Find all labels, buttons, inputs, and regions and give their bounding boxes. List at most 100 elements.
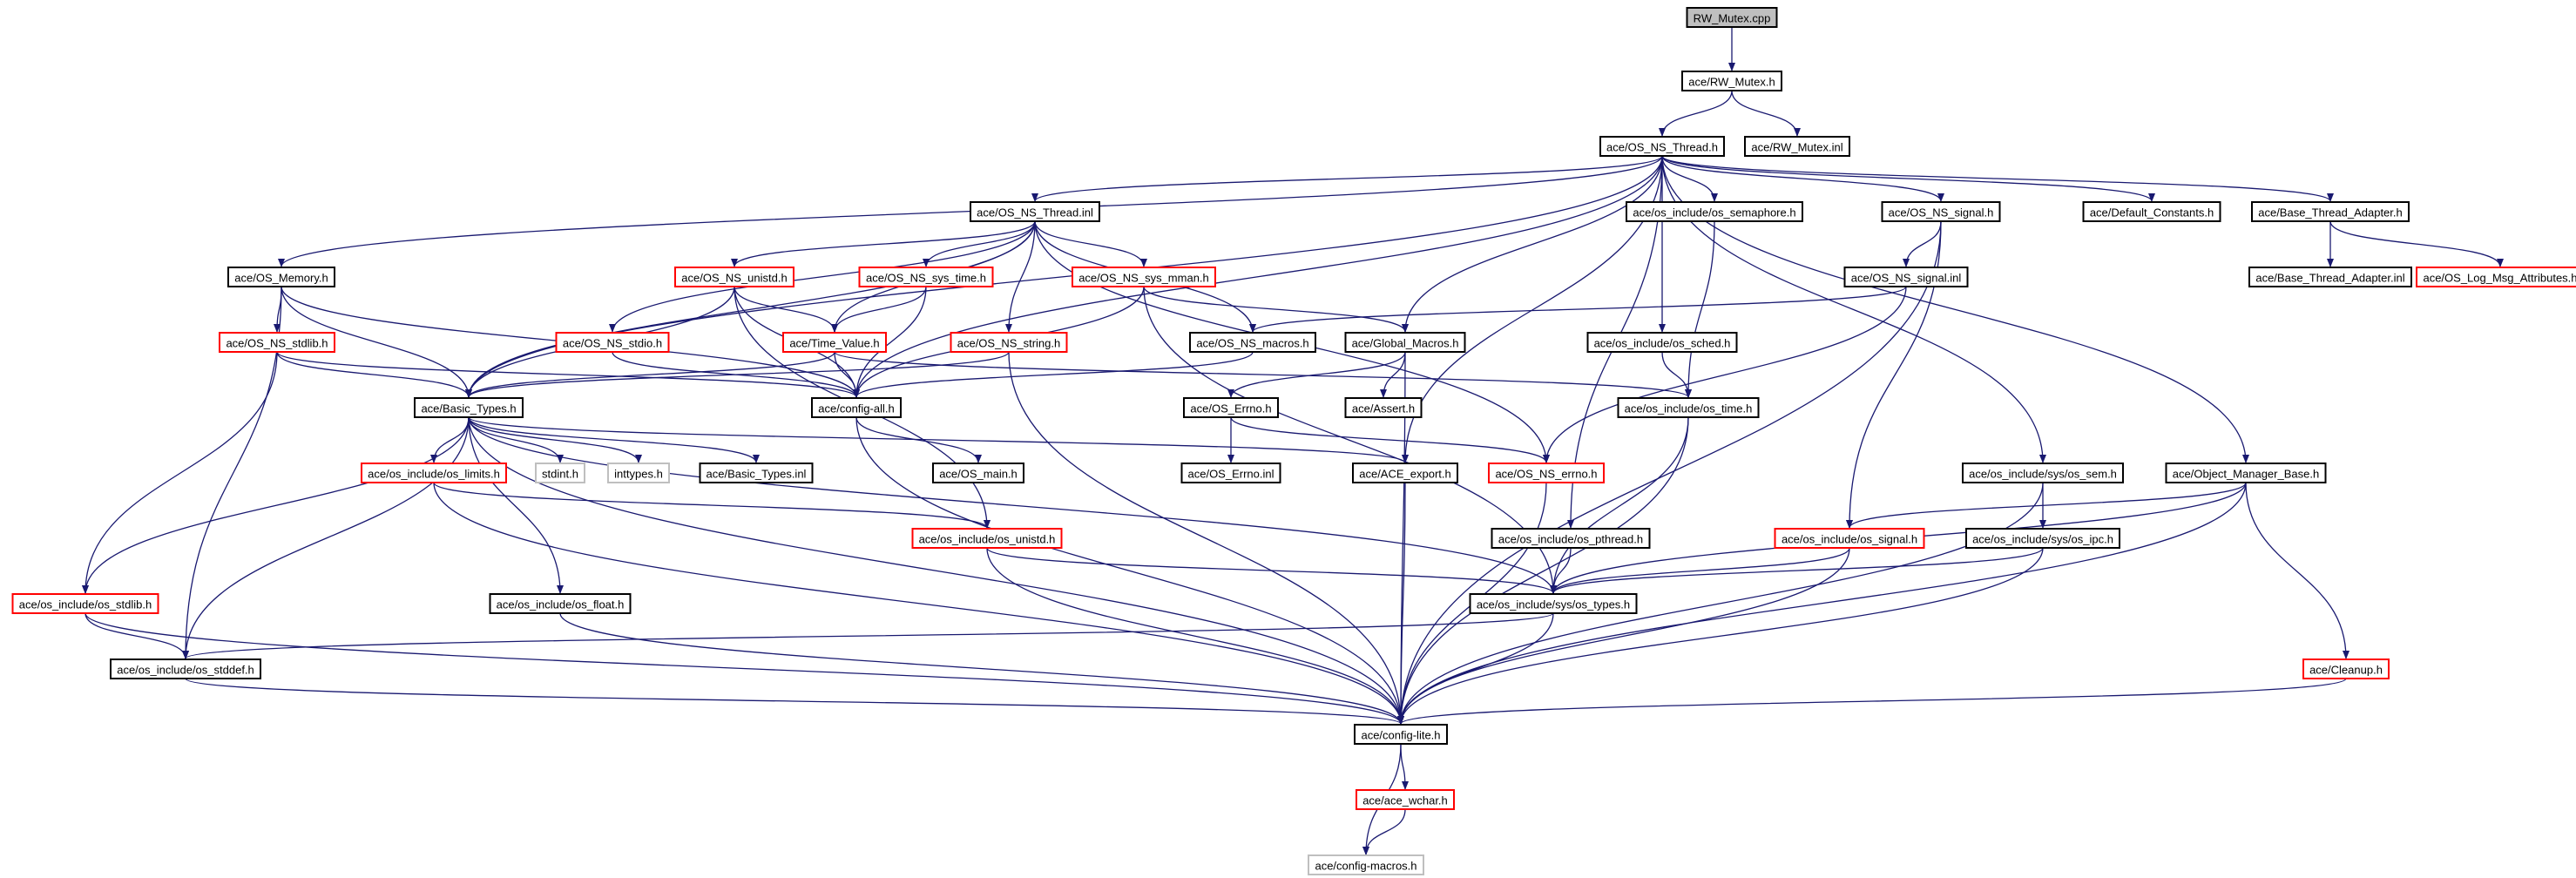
node-box [1488, 463, 1605, 483]
edge-basic-types-h-to-os-types-h [468, 416, 1557, 594]
edge-basic-types-h-to-config-lite-h [468, 416, 1404, 725]
edge-line [1143, 286, 1409, 333]
node-stdint-h: stdint.h [535, 463, 585, 483]
node-layer: RW_Mutex.cpp ace/RW_Mutex.h ace/OS_NS_Thre… [11, 7, 2576, 875]
node-os-ns-string-h: ace/OS_NS_string.h [950, 332, 1068, 353]
edge-os-limits-h-to-os-unistd-h [433, 482, 991, 529]
node-box [1962, 463, 2124, 483]
edge-os-types-h-to-os-stddef-h [182, 612, 1554, 659]
node-os-errno-inl: ace/OS_Errno.inl [1180, 463, 1281, 483]
edge-ace-export-h-to-config-lite-h [1397, 482, 1406, 725]
edge-line [82, 416, 470, 594]
node-label: ace/ACE_export.h [1359, 468, 1451, 481]
node-label: ace/os_include/sys/os_types.h [1477, 598, 1630, 611]
edge-line [1397, 220, 1942, 725]
node-box [1599, 136, 1725, 157]
edge-cleanup-h-to-config-lite-h [1397, 678, 2347, 725]
node-label: ace/Base_Thread_Adapter.inl [2255, 272, 2404, 285]
node-label: ace/os_include/os_stddef.h [117, 664, 254, 677]
node-rw-mutex-inl: ace/RW_Mutex.inl [1744, 136, 1850, 157]
node-os-ns-signal-inl: ace/OS_NS_signal.inl [1843, 267, 1969, 287]
edge-line [465, 351, 1010, 398]
edge-line [2329, 220, 2504, 267]
edge-rw-mutex-h-to-rw-mutex-inl [1731, 90, 1801, 137]
node-rw-mutex-h: ace/RW_Mutex.h [1681, 71, 1782, 91]
edge-line [1249, 286, 1907, 333]
node-box [414, 397, 524, 418]
node-os-ns-sys-mman-h: ace/OS_NS_sys_mman.h [1072, 267, 1216, 287]
edge-line [1397, 416, 1689, 725]
edge-config-lite-h-to-ace-wchar-h [1400, 743, 1409, 790]
node-time-value-h: ace/Time_Value.h [782, 332, 887, 353]
edge-layer [82, 27, 2504, 855]
edge-line [82, 351, 278, 594]
edge-line [1661, 155, 1944, 202]
edge-global-macros-h-to-os-errno-h [1227, 351, 1406, 398]
node-os-types-h: ace/os_include/sys/os_types.h [1469, 593, 1638, 614]
edge-basic-types-h-to-basic-types-inl [468, 416, 760, 463]
edge-os-ns-thread-inl-to-os-ns-stdio-h [609, 220, 1036, 333]
node-label: ace/os_include/os_sched.h [1594, 337, 1731, 350]
edge-os-float-h-to-config-lite-h [559, 612, 1404, 725]
edge-line [1230, 416, 1550, 463]
node-label: RW_Mutex.cpp [1694, 12, 1771, 25]
edge-os-ns-string-h-to-basic-types-h [465, 351, 1010, 398]
edge-line [1903, 220, 1942, 267]
edge-line [182, 416, 470, 659]
node-label: ace/os_include/os_unistd.h [919, 533, 1056, 546]
edge-os-limits-h-to-config-lite-h [433, 482, 1404, 725]
edge-os-ipc-h-to-os-types-h [1550, 547, 2044, 594]
edge-line [468, 416, 760, 463]
edge-os-memory-h-to-os-stddef-h [182, 286, 282, 659]
edge-os-ns-thread-h-to-global-macros-h [1402, 155, 1663, 333]
node-os-float-h: ace/os_include/os_float.h [489, 593, 632, 614]
edge-os-ns-stdlib-h-to-os-stdlib-h [82, 351, 278, 594]
node-label: ace/RW_Mutex.h [1688, 76, 1775, 89]
node-os-stddef-h: ace/os_include/os_stddef.h [110, 658, 261, 679]
edge-os-signal-h-to-config-lite-h [1397, 547, 1850, 725]
edge-config-all-h-to-os-main-h [855, 416, 982, 463]
edge-rw-mutex-h-to-os-ns-thread-h [1659, 90, 1733, 137]
edge-line [1397, 482, 1406, 725]
node-label: inttypes.h [614, 468, 663, 481]
edge-line [831, 286, 927, 333]
node-os-stdlib-h: ace/os_include/os_stdlib.h [11, 593, 159, 614]
edge-os-ns-stdlib-h-to-config-all-h [276, 351, 860, 398]
edge-os-ns-signal-h-to-config-lite-h [1397, 220, 1942, 725]
edge-line [465, 155, 1663, 398]
node-box [219, 332, 335, 353]
edge-line [1659, 90, 1733, 137]
edge-ace-wchar-h-to-config-macros-h [1362, 808, 1406, 855]
node-box [1626, 201, 1803, 222]
node-box [1965, 528, 2120, 549]
edge-object-manager-base-h-to-cleanup-h [2245, 482, 2350, 659]
edge-line [1731, 90, 1801, 137]
edge-os-ipc-h-to-config-lite-h [1397, 547, 2044, 725]
edge-line [465, 220, 1036, 398]
edge-os-ns-thread-h-to-basic-types-h [465, 155, 1663, 398]
node-label: ace/os_include/os_time.h [1625, 402, 1753, 415]
edge-line [1550, 547, 2044, 594]
node-label: ace/config-macros.h [1315, 860, 1416, 873]
edge-object-manager-base-h-to-config-lite-h [1397, 482, 2247, 725]
node-basic-types-h: ace/Basic_Types.h [414, 397, 524, 418]
node-box [555, 332, 670, 353]
node-label: ace/OS_NS_Thread.h [1606, 141, 1718, 154]
edge-line [182, 286, 282, 659]
edge-os-semaphore-h-to-os-time-h [1685, 220, 1715, 398]
edge-os-ns-thread-inl-to-os-ns-string-h [1005, 220, 1036, 333]
node-os-ns-stdlib-h: ace/OS_NS_stdlib.h [219, 332, 335, 353]
edge-line [853, 351, 1254, 398]
edge-os-ns-sys-time-h-to-config-all-h [853, 286, 927, 398]
edge-os-ns-thread-h-to-base-thread-adapter-h [1661, 155, 2334, 202]
node-os-ipc-h: ace/os_include/sys/os_ipc.h [1965, 528, 2120, 549]
node-box [1469, 593, 1638, 614]
node-box [970, 201, 1100, 222]
node-box [2251, 201, 2410, 222]
edge-line [1400, 743, 1409, 790]
node-os-pthread-h: ace/os_include/os_pthread.h [1491, 528, 1651, 549]
edge-line [433, 482, 1404, 725]
node-config-lite-h: ace/config-lite.h [1354, 724, 1448, 745]
edge-line [468, 416, 1557, 594]
node-label: ace/OS_main.h [939, 468, 1018, 481]
